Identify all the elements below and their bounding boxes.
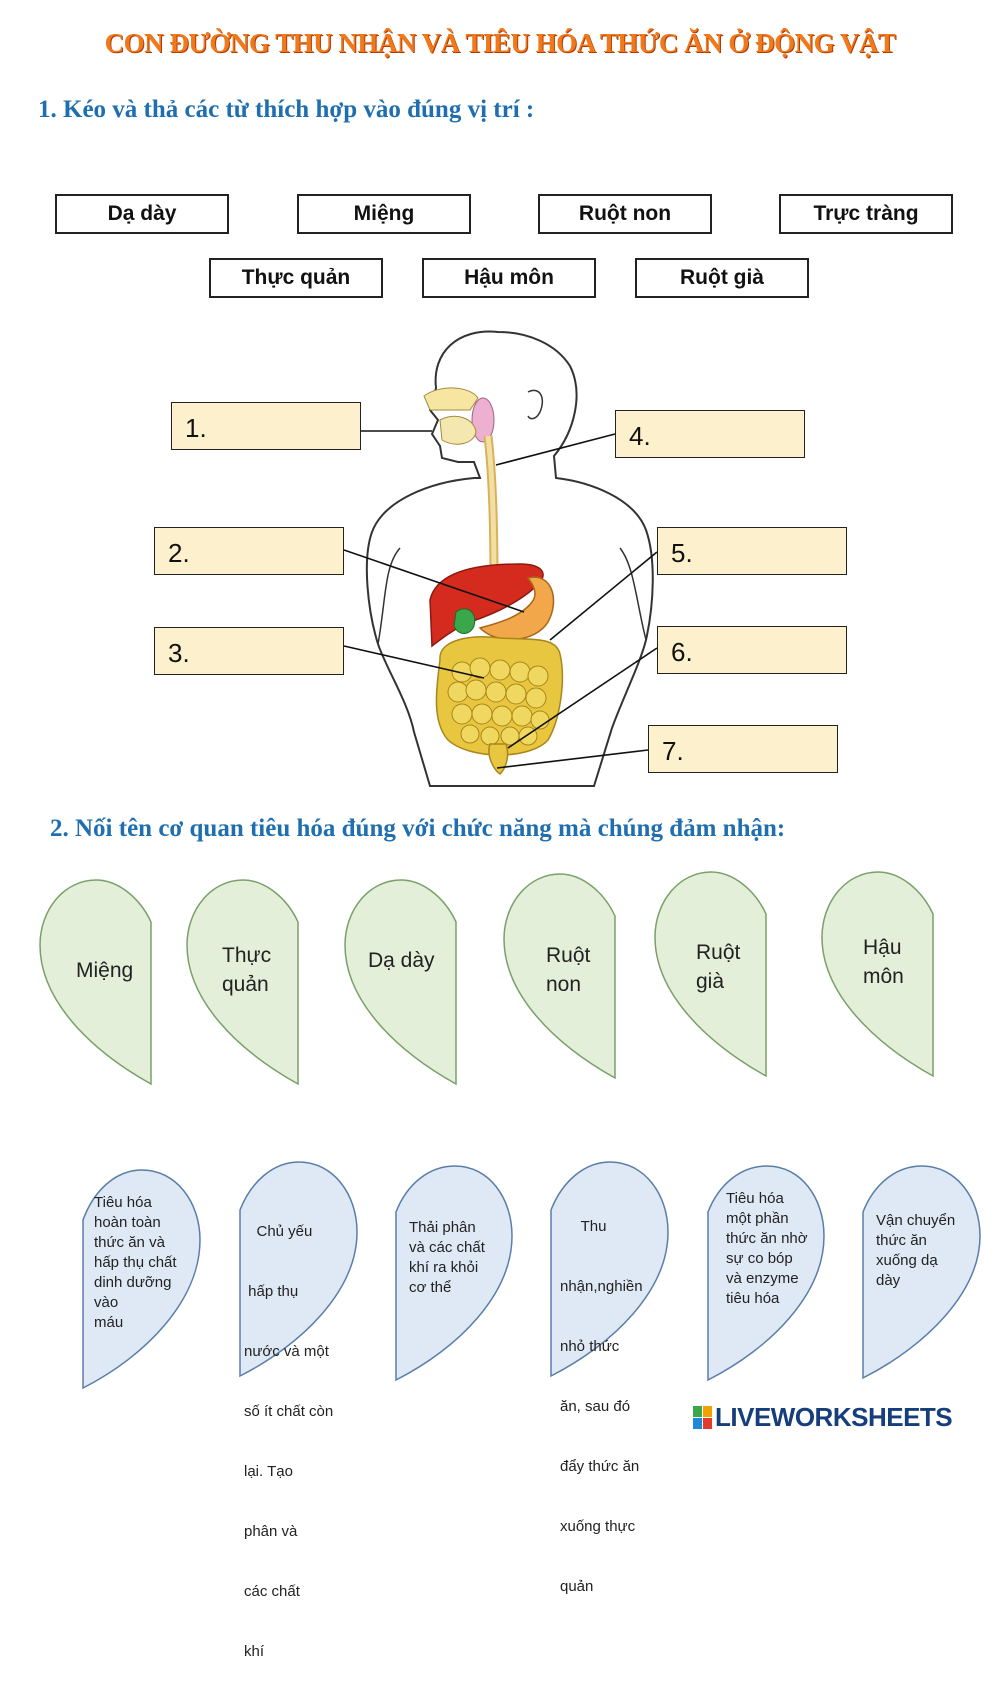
organ-label-thuc-quan[interactable]: Thực quản: [222, 941, 271, 999]
gallbladder: [454, 609, 475, 634]
drop-box-number: 6.: [671, 637, 693, 668]
organ-label-mieng[interactable]: Miệng: [76, 956, 133, 985]
function-label-1[interactable]: Tiêu hóa hoàn toàn thức ăn và hấp thụ ch…: [94, 1193, 177, 1333]
liveworksheets-logo: LIVEWORKSHEETS: [693, 1402, 952, 1433]
organ-label-da-day[interactable]: Dạ dày: [368, 946, 435, 975]
drop-box-number: 4.: [629, 421, 651, 452]
drop-box-6[interactable]: 6.: [657, 626, 847, 674]
function-label-5[interactable]: Tiêu hóa một phần thức ăn nhờ sự co bóp …: [726, 1189, 808, 1309]
drop-box-4[interactable]: 4.: [615, 410, 805, 458]
nasal-cavity: [424, 388, 478, 410]
drop-box-number: 5.: [671, 538, 693, 569]
function-label-3[interactable]: Thải phân và các chất khí ra khỏi cơ thể: [409, 1218, 485, 1298]
drop-box-number: 1.: [185, 413, 207, 444]
logo-text: LIVEWORKSHEETS: [715, 1402, 952, 1433]
organ-label-ruot-non[interactable]: Ruột non: [546, 941, 590, 999]
drop-box-1[interactable]: 1.: [171, 402, 361, 450]
organ-leaf-3: [345, 880, 456, 1084]
drop-box-5[interactable]: 5.: [657, 527, 847, 575]
drop-box-2[interactable]: 2.: [154, 527, 344, 575]
drop-box-number: 7.: [662, 736, 684, 767]
organ-label-ruot-gia[interactable]: Ruột già: [696, 938, 740, 996]
liveworksheets-logo-icon: [693, 1406, 712, 1429]
drop-box-number: 2.: [168, 538, 190, 569]
drop-box-3[interactable]: 3.: [154, 627, 344, 675]
drop-box-number: 3.: [168, 638, 190, 669]
function-label-6[interactable]: Vận chuyển thức ăn xuống dạ dày: [876, 1211, 955, 1291]
section2-heading: 2. Nối tên cơ quan tiêu hóa đúng với chứ…: [50, 815, 785, 843]
drop-box-7[interactable]: 7.: [648, 725, 838, 773]
function-label-2[interactable]: Chủ yếu hấp thụ nước và một số ít chất c…: [244, 1182, 333, 1682]
function-label-4[interactable]: Thu nhận,nghiền nhỏ thức ăn, sau đó đẩy …: [560, 1177, 643, 1617]
organ-label-hau-mon[interactable]: Hậu môn: [863, 933, 904, 991]
